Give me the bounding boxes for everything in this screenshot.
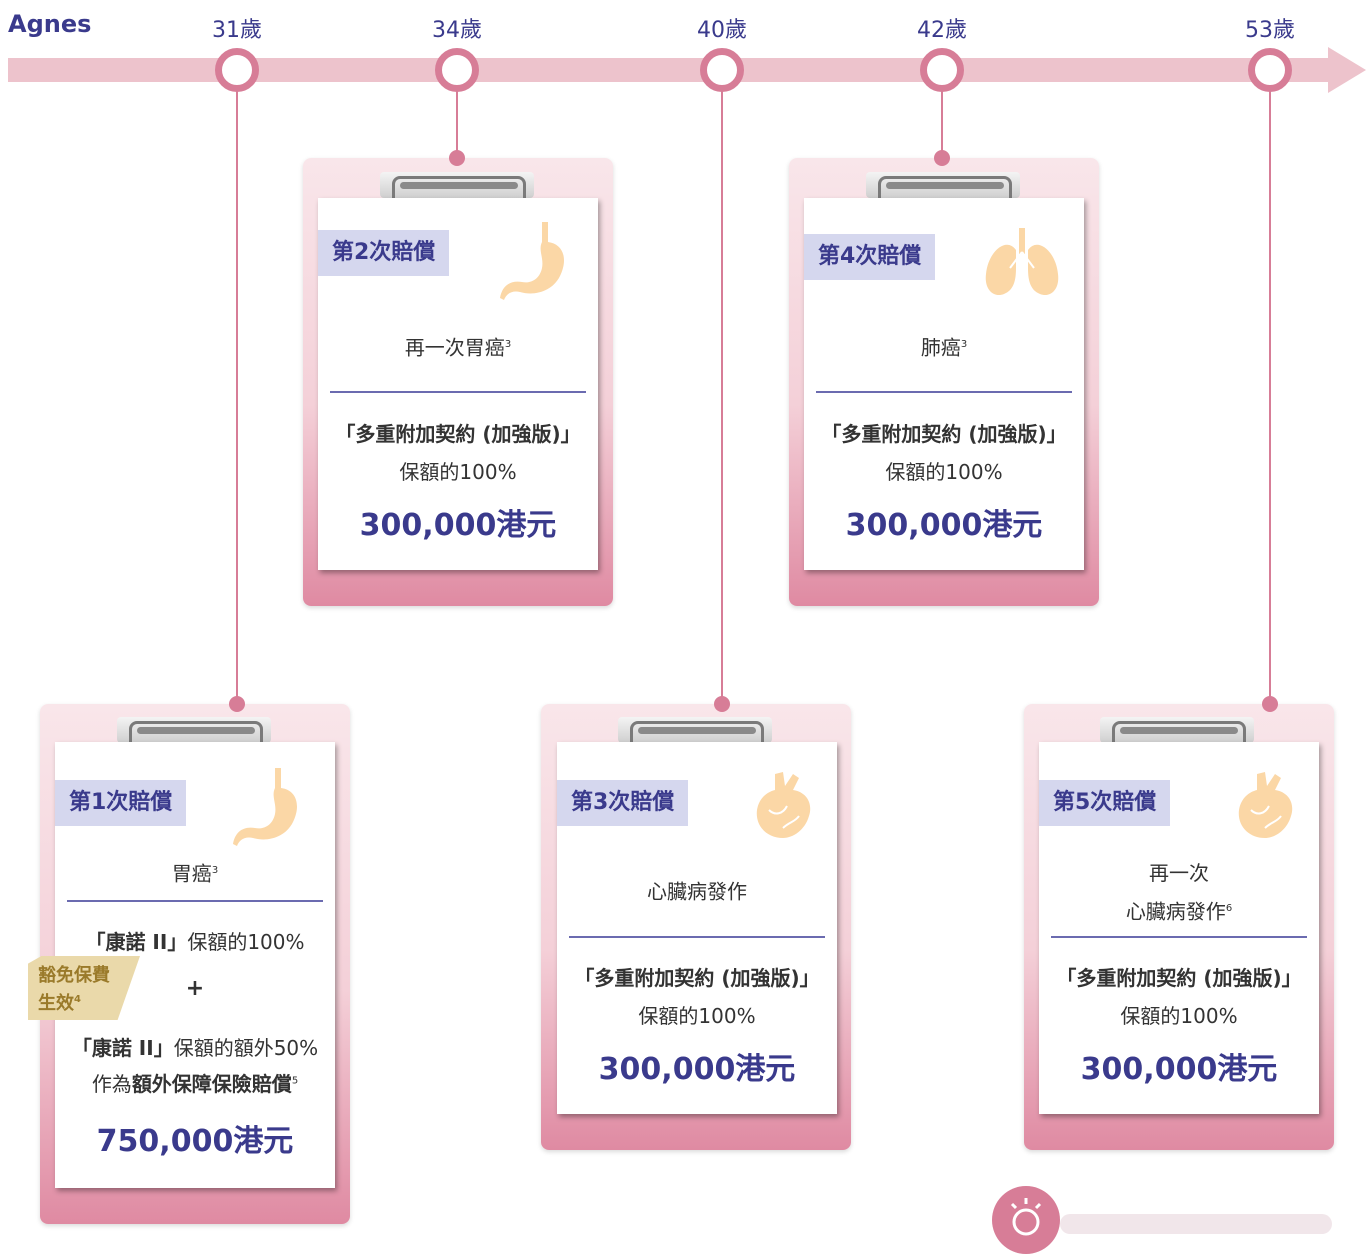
claim-amount: 750,000港元	[96, 1124, 294, 1159]
condition: 心臟病發作	[647, 879, 747, 904]
premium-waiver-tag	[28, 956, 140, 1020]
connector-dot-4	[934, 150, 950, 166]
condition: 再一次胃癌3	[404, 335, 512, 360]
percentage-text: 保額的100%	[1120, 1004, 1238, 1028]
plus-sign: +	[185, 976, 205, 1001]
connector-dot-5	[1262, 696, 1278, 712]
stomach-icon	[233, 768, 297, 846]
age-42: 42歲	[917, 18, 967, 43]
connector-dot-3	[714, 696, 730, 712]
timeline-arrow-icon	[1328, 47, 1366, 93]
benefit-line-3: 作為額外保障保險賠償5	[91, 1072, 299, 1096]
connector-line-3	[721, 86, 723, 704]
lightbulb-icon	[992, 1186, 1060, 1254]
clip-bar	[400, 182, 518, 189]
percentage-text: 保額的100%	[399, 460, 517, 484]
claim-amount: 300,000港元	[1080, 1052, 1278, 1087]
claim-amount: 300,000港元	[598, 1052, 796, 1087]
age-53: 53歲	[1245, 18, 1295, 43]
claim-card-2: 第2次賠償 再一次胃癌3 「多重附加契約 (加強版)」 保額的100% 300,…	[318, 198, 598, 570]
timeline-node-40	[700, 48, 744, 92]
tip-bar	[1060, 1214, 1332, 1234]
divider	[330, 391, 586, 393]
clip-bar	[1120, 727, 1238, 734]
benefit-line-2: 「康諾 II」保額的額外50%	[71, 1036, 319, 1060]
claim-label: 第5次賠償	[1039, 780, 1171, 826]
person-name: Agnes	[8, 10, 92, 38]
connector-line-1	[236, 86, 238, 704]
clip-bar	[638, 727, 756, 734]
timeline-node-34	[435, 48, 479, 92]
percentage-text: 保額的100%	[885, 460, 1003, 484]
condition-line-2: 心臟病發作6	[1125, 899, 1233, 924]
claim-label: 第4次賠償	[804, 234, 936, 280]
heart-icon	[756, 772, 811, 838]
divider	[67, 900, 323, 902]
timeline-node-42	[920, 48, 964, 92]
age-40: 40歲	[697, 18, 747, 43]
premium-waiver-text: 豁免保費生效4	[38, 965, 110, 1014]
heart-icon	[1238, 772, 1293, 838]
plan-name: 「多重附加契約 (加強版)」	[1056, 966, 1302, 990]
claim-amount: 300,000港元	[845, 508, 1043, 543]
claim-card-4: 第4次賠償 肺癌3 「多重附加契約 (加強版)」 保額的100% 300,000…	[804, 198, 1084, 570]
condition: 胃癌3	[171, 861, 219, 886]
claim-card-5: 第5次賠償 再一次 心臟病發作6 「多重附加契約 (加強版)」 保額的100% …	[1039, 742, 1319, 1114]
claim-card-1: 第1次賠償 胃癌3 「康諾 II」保額的100% + 「康諾 II」保額的額外5…	[55, 742, 335, 1188]
claim-amount: 300,000港元	[359, 508, 557, 543]
benefit-line-1: 「康諾 II」保額的100%	[85, 930, 305, 954]
age-34: 34歲	[432, 18, 482, 43]
lungs-icon	[985, 228, 1059, 296]
divider	[816, 391, 1072, 393]
claim-label: 第1次賠償	[55, 780, 187, 826]
timeline-node-31	[215, 48, 259, 92]
plan-name: 「多重附加契約 (加強版)」	[821, 422, 1067, 446]
condition: 肺癌3	[920, 335, 968, 360]
clip-bar	[886, 182, 1004, 189]
connector-line-2	[456, 86, 458, 158]
connector-dot-2	[449, 150, 465, 166]
stomach-icon	[500, 222, 564, 300]
divider	[569, 936, 825, 938]
connector-line-5	[1269, 86, 1271, 704]
condition-line-1: 再一次	[1149, 861, 1209, 885]
divider	[1051, 936, 1307, 938]
connector-dot-1	[229, 696, 245, 712]
percentage-text: 保額的100%	[638, 1004, 756, 1028]
timeline-node-53	[1248, 48, 1292, 92]
age-31: 31歲	[212, 18, 262, 43]
timeline-bar	[8, 58, 1330, 82]
claim-label: 第3次賠償	[557, 780, 689, 826]
connector-line-4	[941, 86, 943, 158]
claim-card-3: 第3次賠償 心臟病發作 「多重附加契約 (加強版)」 保額的100% 300,0…	[557, 742, 837, 1114]
plan-name: 「多重附加契約 (加強版)」	[574, 966, 820, 990]
plan-name: 「多重附加契約 (加強版)」	[335, 422, 581, 446]
clip-bar	[137, 727, 255, 734]
claim-label: 第2次賠償	[318, 230, 450, 276]
